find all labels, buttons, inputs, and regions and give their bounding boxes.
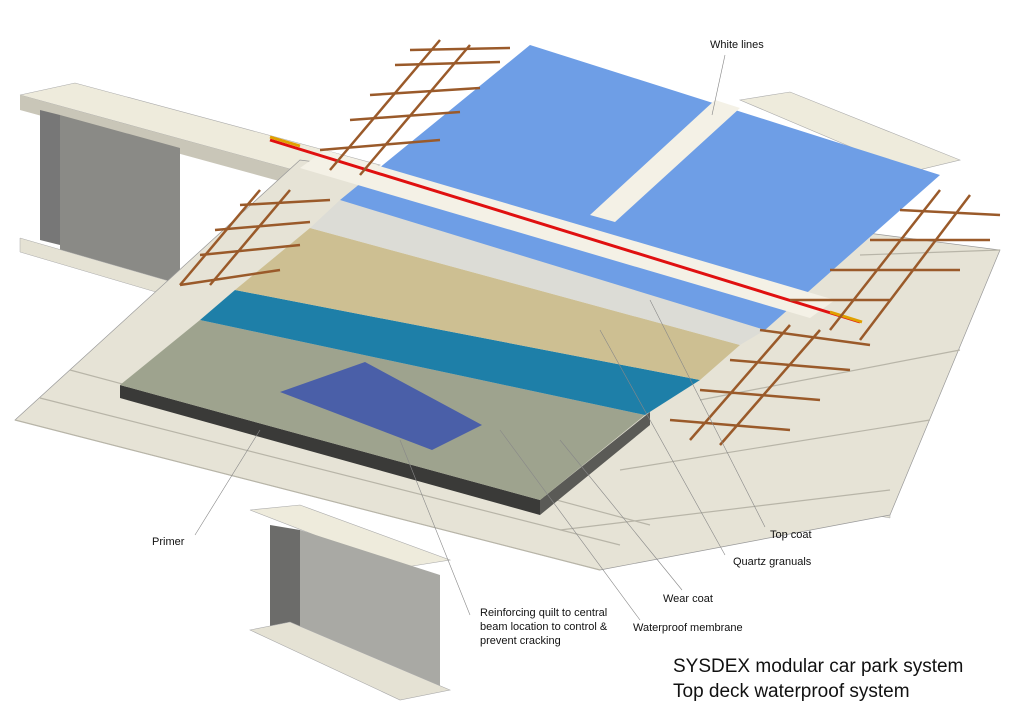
quartz-granuals-layer	[310, 200, 765, 345]
rebar-mesh	[179, 39, 1001, 446]
label-reinforcing-quilt: Reinforcing quilt to central beam locati…	[480, 606, 607, 648]
label-quartz-granuals: Quartz granuals	[733, 556, 812, 568]
label-line: Reinforcing quilt to central	[480, 607, 608, 619]
label-waterproof-membrane: Waterproof membrane	[633, 622, 743, 634]
title-line-1: SYSDEX modular car park system	[673, 656, 964, 677]
waterproof-layers	[120, 45, 940, 515]
white-line-cross	[590, 100, 740, 222]
label-top-coat: Top coat	[770, 529, 812, 541]
label-white-lines: White lines	[710, 39, 764, 51]
waterproof-membrane-layer	[200, 290, 700, 415]
leader-lines	[194, 54, 766, 621]
label-line: beam location to control &	[480, 621, 608, 633]
title-line-2: Top deck waterproof system	[673, 681, 910, 702]
reinforcing-quilt	[280, 362, 482, 450]
steel-beam-front	[249, 504, 452, 701]
wear-coat-layer	[235, 228, 740, 380]
label-primer: Primer	[152, 536, 185, 548]
label-line: prevent cracking	[480, 635, 561, 647]
steel-beam-back-left	[19, 82, 382, 306]
red-joint-line	[269, 138, 861, 324]
label-wear-coat: Wear coat	[663, 593, 713, 605]
slab-edge	[120, 385, 540, 515]
